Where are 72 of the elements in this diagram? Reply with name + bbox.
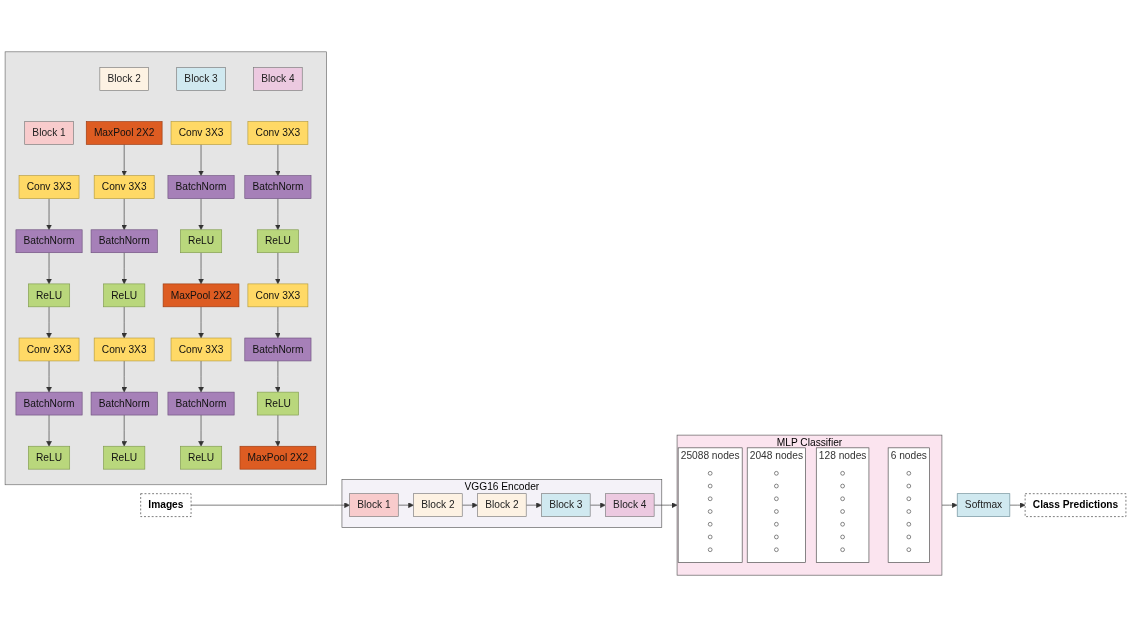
node-box: BatchNorm <box>167 175 235 199</box>
node-box: Block 3 <box>176 67 226 91</box>
node-box: ReLU <box>103 283 146 308</box>
node-box: ReLU <box>28 283 70 308</box>
node-circle <box>774 483 779 489</box>
node-circle <box>774 496 779 501</box>
node-box: MaxPool 2X2 <box>239 445 317 470</box>
node-circle <box>707 534 713 540</box>
node-box: BatchNorm <box>90 391 158 416</box>
node-circle <box>774 534 779 540</box>
node-circle <box>840 509 845 514</box>
node-box: Block 4 <box>253 67 303 91</box>
node-circle <box>707 509 713 514</box>
node-box: BatchNorm <box>15 229 83 253</box>
node-circle <box>906 534 912 540</box>
node-box: ReLU <box>256 391 299 416</box>
node-box: MaxPool 2X2 <box>162 283 240 308</box>
node-circle <box>707 522 713 527</box>
node-circle <box>840 534 845 540</box>
cluster: 25088 nodes <box>677 447 743 563</box>
node-box: BatchNorm <box>15 391 83 416</box>
node-box: Block 1 <box>24 121 74 145</box>
node-circle <box>774 509 779 514</box>
node-circle <box>774 547 779 552</box>
node-box: Block 1 <box>349 493 399 517</box>
node-circle <box>906 483 912 489</box>
node-circle <box>840 496 845 501</box>
node-circle <box>707 471 713 476</box>
cluster <box>4 51 327 486</box>
node-box: Class Predictions <box>1024 493 1127 517</box>
node-circle <box>906 471 912 476</box>
cluster: 6 nodes <box>887 447 930 563</box>
node-circle <box>774 522 779 527</box>
cluster: 128 nodes <box>815 447 870 563</box>
node-box: ReLU <box>103 445 146 470</box>
node-box: BatchNorm <box>90 229 158 253</box>
node-box: Conv 3X3 <box>18 337 80 362</box>
node-box: Softmax <box>956 493 1011 517</box>
cluster: 2048 nodes <box>746 447 806 563</box>
node-circle <box>906 522 912 527</box>
node-circle <box>707 496 713 501</box>
node-circle <box>906 547 912 552</box>
node-box: ReLU <box>256 229 299 253</box>
node-box: Conv 3X3 <box>170 337 232 362</box>
node-circle <box>840 471 845 476</box>
node-box: MaxPool 2X2 <box>85 121 163 145</box>
node-box: Conv 3X3 <box>247 121 309 145</box>
node-box: Block 2 <box>477 493 527 517</box>
node-box: Conv 3X3 <box>170 121 232 145</box>
node-box: Block 2 <box>99 67 149 91</box>
node-box: ReLU <box>28 445 70 470</box>
node-box: Conv 3X3 <box>93 175 155 199</box>
node-box: Block 4 <box>605 493 655 517</box>
node-circle <box>840 547 845 552</box>
node-box: BatchNorm <box>244 337 312 362</box>
node-circle <box>906 496 912 501</box>
node-circle <box>707 547 713 552</box>
node-box: ReLU <box>180 229 223 253</box>
node-circle <box>840 522 845 527</box>
node-circle <box>707 483 713 489</box>
node-circle <box>774 471 779 476</box>
node-box: BatchNorm <box>167 391 235 416</box>
node-box: Block 2 <box>413 493 463 517</box>
node-box: Conv 3X3 <box>18 175 80 199</box>
node-box: ReLU <box>180 445 223 470</box>
node-box: Conv 3X3 <box>247 283 309 308</box>
node-circle <box>906 509 912 514</box>
node-box: Block 3 <box>541 493 591 517</box>
node-box: BatchNorm <box>244 175 312 199</box>
node-circle <box>840 483 845 489</box>
node-box: Conv 3X3 <box>93 337 155 362</box>
node-box: Images <box>140 493 192 517</box>
